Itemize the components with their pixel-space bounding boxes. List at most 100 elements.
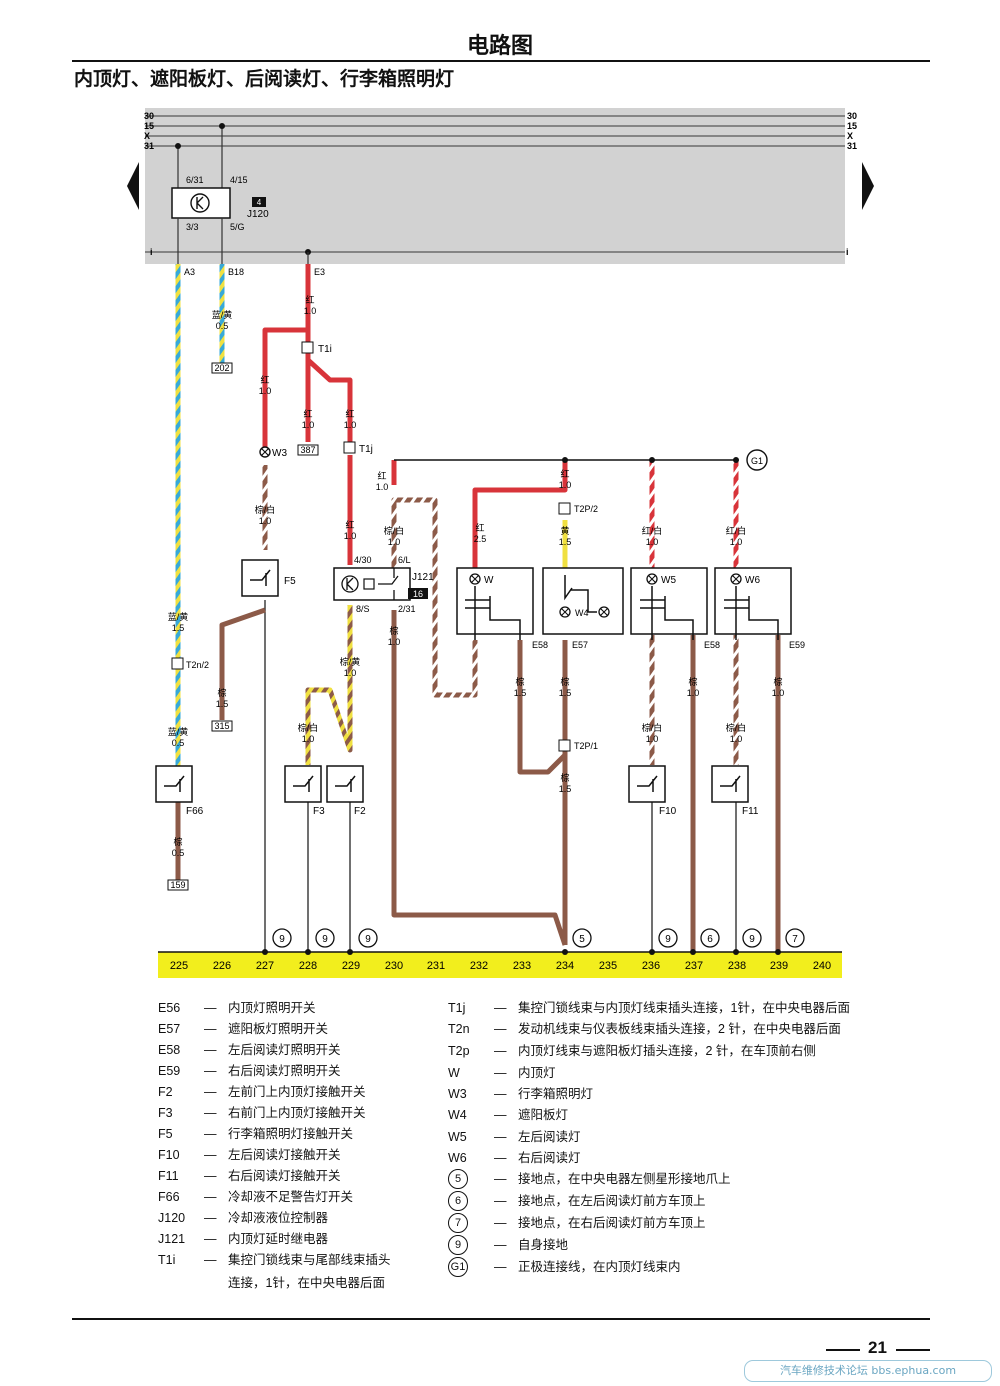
bus-label-left-15: 15 (144, 121, 154, 131)
wire-label-gauge: 1.0 (559, 480, 572, 490)
t1i-label: T1i (318, 344, 332, 355)
legend-code: J121 (158, 1232, 186, 1246)
track-numbers: 225 226 227 228 229 230 231 232 233 234 … (170, 960, 831, 972)
wire-label-color: 黄 (560, 525, 569, 536)
g1-label: G1 (751, 456, 763, 466)
wire-label-color: 棕 (560, 772, 569, 783)
ref-202: 202 (214, 363, 229, 373)
wire-label-gauge: 1.0 (730, 734, 743, 744)
wires (175, 264, 781, 950)
bus-label-i-left: i (150, 247, 153, 257)
ref-315: 315 (214, 721, 229, 731)
j120-pin-6-31: 6/31 (186, 175, 204, 185)
w5-label: W5 (661, 575, 676, 586)
bus-label-left-x: X (144, 131, 150, 141)
wire-label-gauge: 1.0 (772, 688, 785, 698)
wire-label-color: 棕/白 (298, 722, 319, 733)
central-electrics-panel (145, 108, 845, 264)
legend-desc: 右后阅读灯照明开关 (228, 1064, 341, 1078)
ground-track (158, 952, 842, 978)
wire-label-gauge: 1.0 (646, 537, 659, 547)
wire-label-gauge: 1.0 (259, 386, 272, 396)
power-bus-lines (145, 115, 845, 253)
wire-label-gauge: 0.5 (216, 321, 229, 331)
legend-desc: 内顶灯 (518, 1066, 556, 1080)
track-number: 231 (427, 960, 445, 972)
legend-desc: 左后阅读灯照明开关 (228, 1043, 341, 1057)
ground-circle-6: 6 (707, 934, 713, 945)
wire-red-w (472, 460, 568, 570)
bus-label-right-x: X (847, 131, 853, 141)
wire-label-color: 红 (345, 408, 354, 419)
track-number: 228 (299, 960, 317, 972)
j121-label: J121 (412, 572, 434, 583)
page-number: 21 (868, 1338, 887, 1357)
ref-159: 159 (170, 880, 185, 890)
track-number: 236 (642, 960, 660, 972)
legend-code: F66 (158, 1190, 180, 1204)
legend-code: W6 (448, 1151, 467, 1165)
legend-code: F11 (158, 1169, 179, 1183)
wire-label-color: 棕/白 (642, 722, 663, 733)
t2p1-label: T2P/1 (574, 741, 598, 751)
plug-connectors: T1i T1j T2n/2 T2P/2 T2P/1 (171, 341, 598, 752)
w3-label: W3 (272, 448, 287, 459)
f10-switch (628, 765, 666, 803)
footer-rule (72, 1318, 930, 1320)
legend-code: W5 (448, 1130, 467, 1144)
legend-code: F2 (158, 1085, 173, 1099)
legend-code: F3 (158, 1106, 173, 1120)
title-rule (72, 60, 930, 62)
j120-label: J120 (247, 209, 269, 220)
wire-red-w3 (262, 327, 308, 450)
legend-desc: 发动机线束与仪表板线束插头连接，2 针，在中央电器后面 (518, 1022, 841, 1036)
f5-switch (241, 559, 279, 597)
page-number-dash-right (896, 1349, 930, 1351)
ground-junctions (262, 949, 781, 955)
j121-badge: 16 (413, 589, 423, 599)
switch-labels: F5 F66 F3 F2 F10 F11 (186, 576, 759, 817)
next-page-arrow (862, 162, 874, 210)
w6-label: W6 (745, 575, 760, 586)
track-number: 239 (770, 960, 788, 972)
wire-labels: 蓝/黄 0.5 蓝/黄 1.5 蓝/黄 0.5 红 1.0 红 1.0 红 1.… (168, 294, 785, 858)
page-title: 电路图 (466, 33, 533, 58)
ground-circle-3: 9 (365, 934, 371, 945)
track-number: 226 (213, 960, 231, 972)
connector-a3: A3 (184, 267, 195, 277)
wire-label-color: 红 (305, 294, 314, 305)
legend-desc: 左后阅读灯 (518, 1130, 581, 1144)
wire-label-gauge: 1.5 (559, 688, 572, 698)
legend-desc: 自身接地 (518, 1238, 569, 1252)
bus-label-i-right: i (846, 247, 849, 257)
legend-code: T1j (448, 1001, 466, 1015)
wire-label-gauge: 1.0 (388, 637, 401, 647)
wire-label-gauge: 2.5 (474, 534, 487, 544)
j121-box (333, 567, 411, 601)
wire-label-color: 红 (560, 468, 569, 479)
j121-control-icon (341, 575, 359, 593)
circuit-diagram: 30 15 X 31 30 15 X 31 i i 4 J120 6/31 4/… (127, 108, 874, 978)
j120-pin-4-15: 4/15 (230, 175, 248, 185)
legend-code: W (448, 1066, 460, 1080)
wire-label-gauge: 0.5 (172, 738, 185, 748)
wire-brown-e58 (517, 640, 567, 775)
bus-labels: 30 15 X 31 30 15 X 31 i i (144, 111, 857, 257)
j121-pin-2-31: 2/31 (398, 604, 416, 614)
f2-label: F2 (354, 806, 366, 817)
legend-code: E57 (158, 1022, 181, 1036)
wire-label-gauge: 1.5 (559, 784, 572, 794)
legend-desc: 冷却液液位控制器 (228, 1211, 329, 1225)
wire-label-color: 红 (475, 522, 484, 533)
ground-circles: 9 9 9 5 9 6 9 7 (272, 928, 805, 948)
ground-circle-7: 9 (749, 934, 755, 945)
bus-label-left-31: 31 (144, 141, 154, 151)
wire-brown-white-j121 (391, 497, 478, 698)
w4-lamp-module (542, 567, 624, 635)
wire-label-color: 棕 (217, 687, 226, 698)
wire-brown-yellow (305, 605, 353, 765)
legend-desc: 左后阅读灯接触开关 (228, 1148, 341, 1162)
t2n-label: T2n/2 (186, 660, 209, 670)
ground-circle-5: 9 (665, 934, 671, 945)
e58-label-b: E58 (704, 640, 720, 650)
